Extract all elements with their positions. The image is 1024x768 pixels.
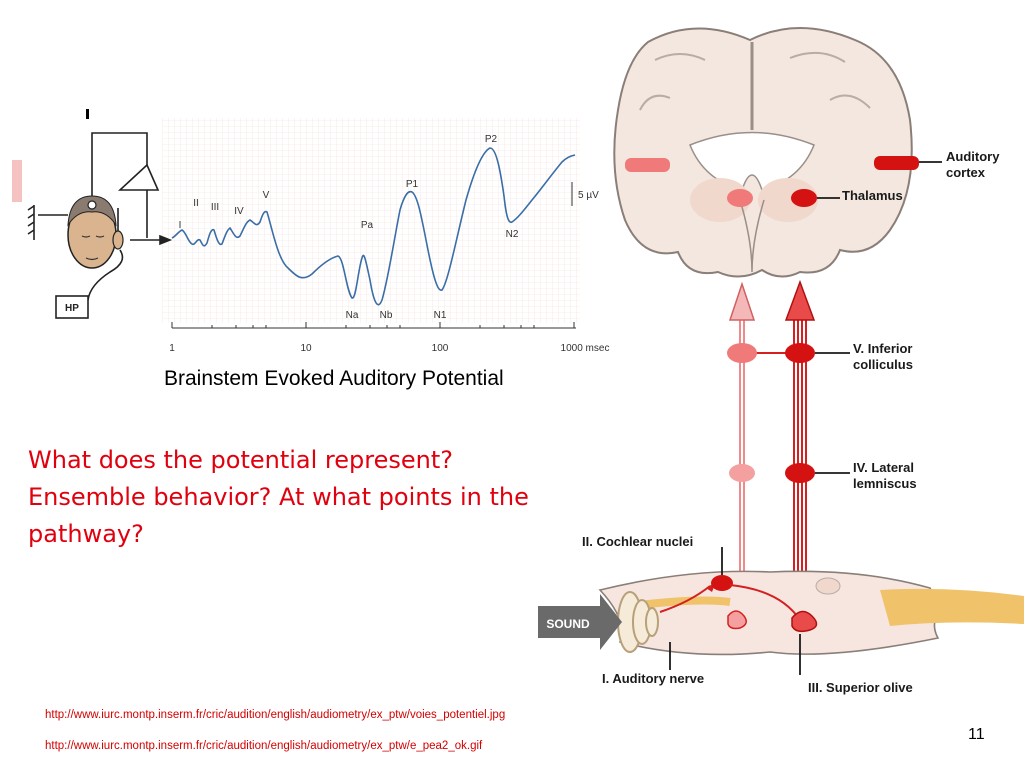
- hp-label: HP: [65, 303, 79, 314]
- peak-label: Na: [346, 310, 359, 321]
- question-line: What does the potential represent?: [28, 446, 453, 474]
- tick-mark: [86, 109, 89, 119]
- head-icon: [67, 195, 124, 269]
- inferior-colliculus-right: [785, 343, 815, 363]
- peak-label: P2: [485, 134, 498, 145]
- x-axis: [171, 322, 576, 329]
- thalamus-left: [727, 189, 753, 207]
- slide-accent: [12, 160, 22, 202]
- pathway-arrow-pink: [728, 281, 756, 321]
- label-leaders: [669, 161, 942, 675]
- source-link[interactable]: http://www.iurc.montp.inserm.fr/cric/aud…: [45, 740, 483, 752]
- inferior-colliculus-label: V. Inferior: [853, 341, 912, 356]
- auditory-cortex-left: [625, 158, 670, 172]
- lateral-lemniscus-label: lemniscus: [853, 476, 917, 491]
- source-link[interactable]: http://www.iurc.montp.inserm.fr/cric/aud…: [45, 709, 506, 721]
- inferior-colliculus-left: [727, 343, 757, 363]
- sound-label: SOUND: [546, 617, 590, 631]
- thalamus-right: [791, 189, 817, 207]
- inferior-colliculus-label: colliculus: [853, 357, 913, 372]
- peak-label: N2: [506, 229, 519, 240]
- peak-label: III: [211, 202, 219, 213]
- auditory-cortex-label: Auditory: [946, 149, 1000, 164]
- peak-label: V: [263, 190, 270, 201]
- lateral-lemniscus-left: [729, 464, 755, 482]
- x-tick-label: 1: [169, 343, 175, 354]
- auditory-nerve-label: I. Auditory nerve: [602, 671, 704, 686]
- scale-label: 5 µV: [578, 190, 599, 201]
- auditory-cortex-right: [874, 156, 919, 170]
- auditory-cortex-label: cortex: [946, 165, 986, 180]
- peak-label: P1: [406, 179, 419, 190]
- cochlear-nuclei-label: II. Cochlear nuclei: [582, 534, 693, 549]
- peak-label: Nb: [380, 310, 393, 321]
- evoked-potential-figure: HP 5 µV 1 10 100 1000 msec I II III IV V…: [12, 109, 610, 354]
- cochlea: [617, 591, 731, 653]
- peak-label: IV: [234, 206, 244, 217]
- lateral-lemniscus-label: IV. Lateral: [853, 460, 914, 475]
- brainstem: [598, 570, 1024, 656]
- cochlear-nucleus: [711, 575, 733, 591]
- question-line: pathway?: [28, 520, 144, 548]
- peak-label: Pa: [361, 220, 374, 231]
- peak-label: N1: [434, 310, 447, 321]
- peak-label: I: [179, 220, 182, 231]
- thalamus-label: Thalamus: [842, 188, 903, 203]
- lateral-lemniscus-right: [785, 463, 815, 483]
- page-number: 11: [968, 726, 985, 743]
- headphone-box: HP: [55, 295, 89, 319]
- peak-label: II: [193, 198, 199, 209]
- waveform-trace: [171, 147, 576, 306]
- pathway-arrow-red: [784, 279, 816, 321]
- superior-olive-left: [727, 610, 747, 630]
- auditory-pathway-diagram: SOUND Auditory cortex Thalamus V. Inferi…: [538, 27, 1024, 695]
- sound-arrow: [538, 594, 622, 650]
- question-line: Ensemble behavior? At what points in the: [28, 483, 529, 511]
- brain-section: [613, 27, 913, 278]
- x-tick-label: 1000 msec: [561, 343, 610, 354]
- figure-caption: Brainstem Evoked Auditory Potential: [164, 367, 504, 390]
- superior-olive-label: III. Superior olive: [808, 680, 913, 695]
- x-tick-label: 100: [432, 343, 449, 354]
- superior-olive-right: [791, 610, 818, 633]
- x-tick-label: 10: [300, 343, 312, 354]
